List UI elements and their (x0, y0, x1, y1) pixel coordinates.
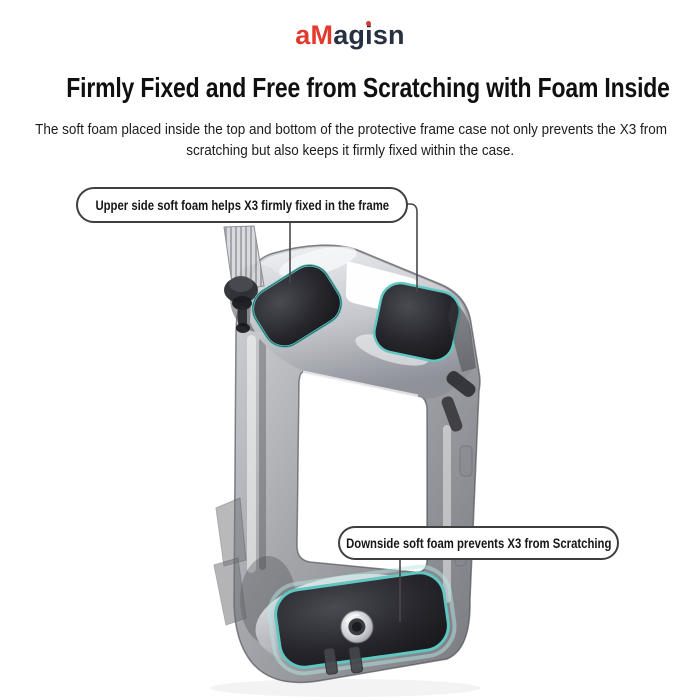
logo-suffix: sn (372, 20, 405, 50)
product-shadow (210, 679, 480, 697)
bottom-foam-pad (267, 564, 457, 676)
logo-i-red-dot: i (365, 20, 373, 50)
page-title: Firmly Fixed and Free from Scratching wi… (0, 71, 700, 105)
callout-upper-foam: Upper side soft foam helps X3 firmly fix… (76, 187, 408, 223)
connector-upper-right (405, 203, 418, 292)
tripod-screw-hole (340, 610, 374, 644)
inner-lip-highlight (302, 370, 419, 398)
page-subtitle: The soft foam placed inside the top and … (0, 119, 700, 161)
logo-prefix: aM (295, 20, 334, 50)
left-rail-inner-bar (259, 338, 266, 570)
page-title-text: Firmly Fixed and Free from Scratching wi… (66, 72, 670, 103)
bottom-mount-prongs (323, 645, 364, 675)
brand-logo: aMagisn (0, 22, 700, 49)
lanyard-strap (223, 225, 265, 292)
callout-upper-text: Upper side soft foam helps X3 firmly fix… (95, 197, 389, 213)
upper-foam-pad-left (251, 264, 343, 348)
side-latch (441, 300, 476, 432)
callout-lower-text: Downside soft foam prevents X3 from Scra… (345, 535, 612, 551)
thumbscrew-knob (224, 276, 258, 333)
callout-connectors (289, 203, 418, 622)
left-rail-slot (247, 335, 256, 573)
callout-lower-foam: Downside soft foam prevents X3 from Scra… (338, 526, 619, 560)
subtitle-line-2: scratching but also keeps it firmly fixe… (186, 142, 514, 159)
logo-mid: ag (333, 20, 366, 50)
subtitle-line-1: The soft foam placed inside the top and … (35, 121, 667, 138)
upper-foam-pad-right (373, 281, 461, 363)
